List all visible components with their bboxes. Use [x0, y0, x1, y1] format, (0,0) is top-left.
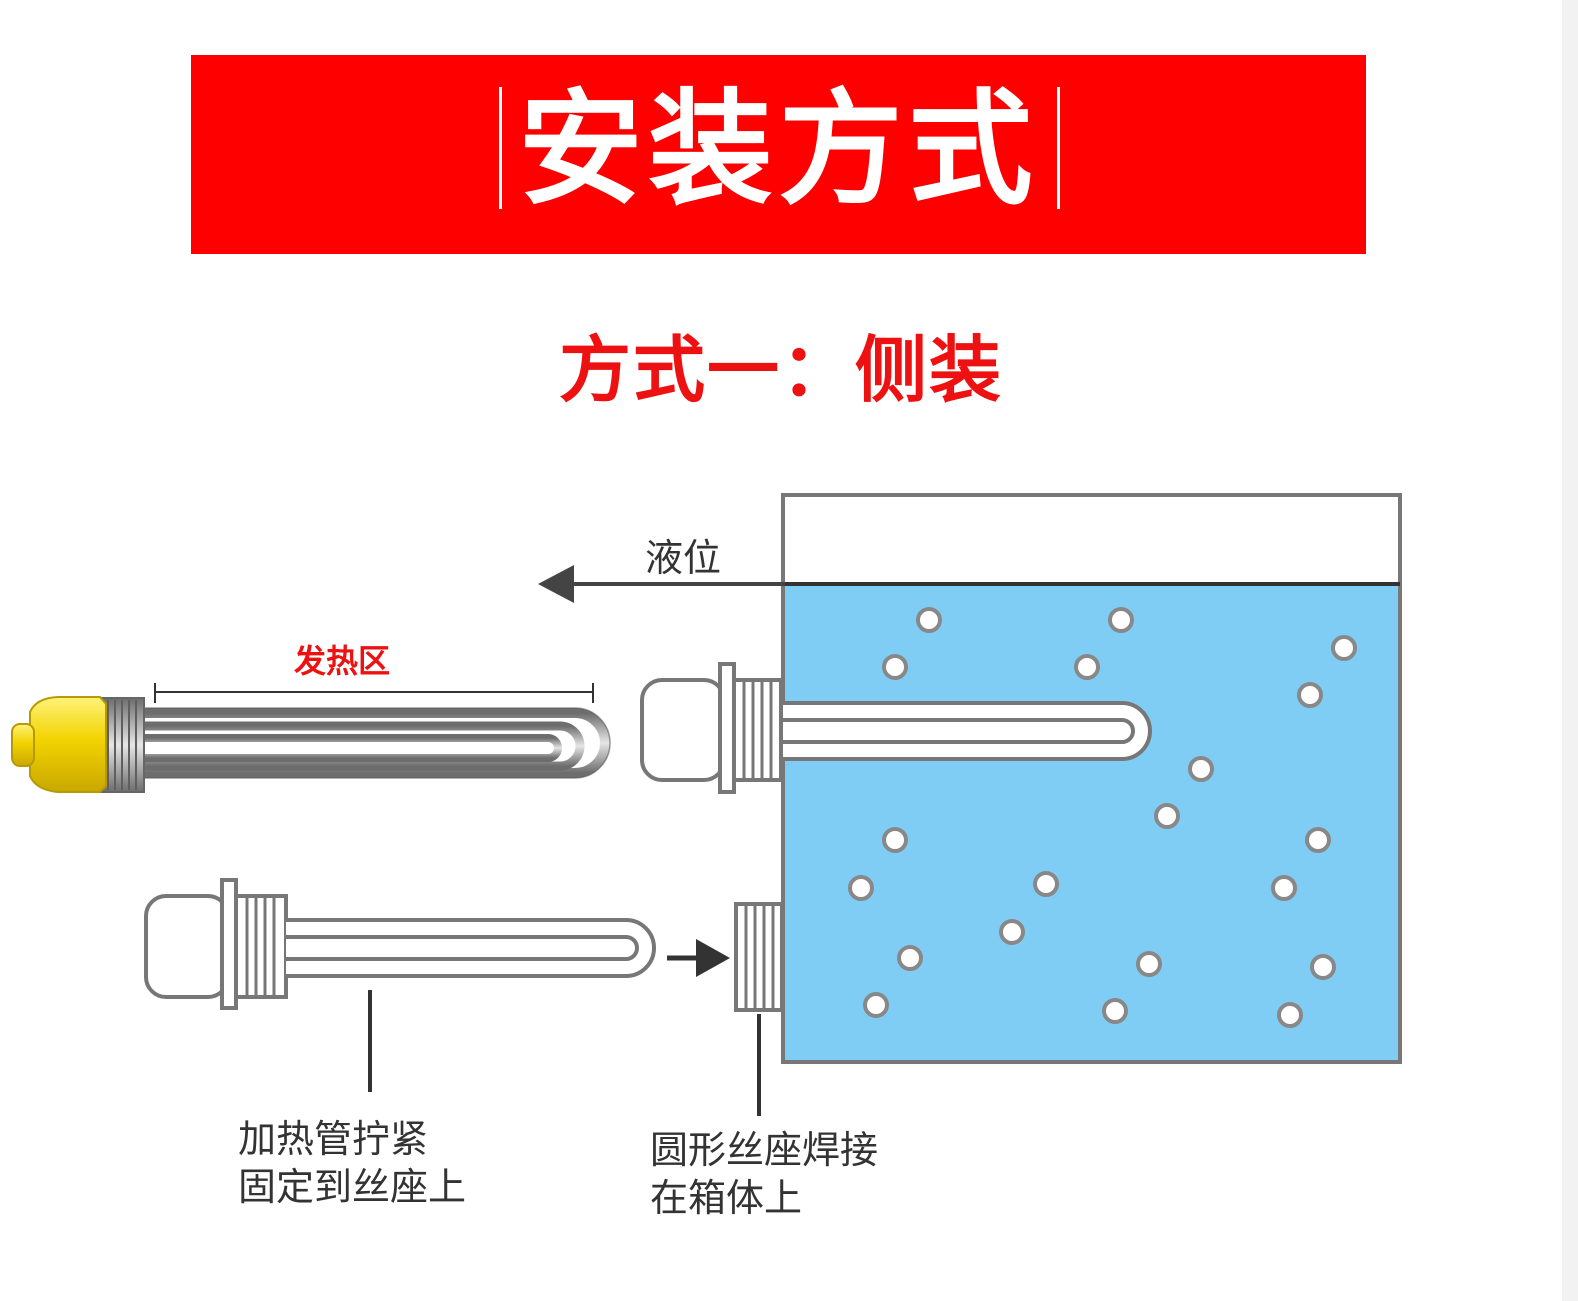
liquid-level-label: 液位 — [645, 536, 721, 580]
tube-note-line2: 固定到丝座上 — [238, 1165, 466, 1209]
bubble-icon — [1188, 756, 1214, 782]
installed-heater-thread — [732, 678, 783, 782]
loose-heater-thread-lines — [245, 898, 276, 995]
loose-heater-cap — [144, 894, 230, 999]
heater-photo: 发热区 — [11, 642, 611, 793]
installed-heater-flange — [718, 662, 736, 794]
bubble-icon — [848, 875, 874, 901]
bubble-icon — [999, 919, 1025, 945]
loose-heater-tube-inner — [286, 935, 639, 961]
loose-heater-thread — [234, 894, 288, 999]
bubble-icon — [1297, 682, 1323, 708]
bubble-icon — [1271, 875, 1297, 901]
threaded-seat-body — [734, 902, 784, 1012]
seat-note-line1: 圆形丝座焊接 — [650, 1128, 878, 1172]
installed-heater — [640, 662, 1152, 794]
heater-photo-cap-knob — [11, 723, 35, 767]
threaded-seat — [734, 902, 784, 1012]
method-subtitle: 方式一：侧装 — [558, 328, 1003, 412]
heating-zone-label: 发热区 — [294, 642, 390, 680]
bubble-icon — [863, 992, 889, 1018]
header-banner: 安装方式 — [191, 55, 1366, 254]
heater-photo-cap — [29, 696, 107, 793]
loose-heater-flange — [220, 878, 238, 1010]
heater-tube-inner — [136, 734, 562, 762]
bubble-icon — [1331, 635, 1357, 661]
installed-heater-thread-lines — [742, 682, 773, 778]
banner-divider-left — [499, 87, 502, 209]
bubble-icon — [882, 654, 908, 680]
arrow-left-icon — [538, 565, 574, 603]
bubble-icon — [916, 607, 942, 633]
bubble-icon — [1305, 827, 1331, 853]
arrow-right-icon — [696, 939, 730, 977]
heater-tube-outer — [135, 708, 610, 778]
installed-heater-cap — [640, 678, 726, 782]
bubble-icon — [897, 945, 923, 971]
installed-heater-tube-inner — [783, 718, 1135, 744]
bubble-icon — [1154, 803, 1180, 829]
bubble-icon — [1102, 998, 1128, 1024]
bubble-icon — [882, 827, 908, 853]
page-title: 安装方式 — [518, 78, 1039, 222]
water-tank — [781, 493, 1402, 1064]
bubble-icon — [1136, 951, 1162, 977]
bubble-icon — [1108, 607, 1134, 633]
bubble-icon — [1074, 654, 1100, 680]
bubble-icon — [1277, 1002, 1303, 1028]
loose-heater — [144, 878, 656, 1010]
seat-note-line2: 在箱体上 — [650, 1176, 802, 1220]
bubble-icon — [1033, 871, 1059, 897]
bubble-icon — [1310, 954, 1336, 980]
page-edge-strip — [1562, 0, 1578, 1301]
tube-note-line1: 加热管拧紧 — [238, 1117, 428, 1161]
liquid-level-indicator: 液位 — [538, 536, 785, 603]
install-arrow — [667, 939, 730, 977]
heater-tube-middle — [135, 721, 585, 771]
bubbles — [848, 607, 1357, 1028]
banner-divider-right — [1057, 87, 1060, 209]
